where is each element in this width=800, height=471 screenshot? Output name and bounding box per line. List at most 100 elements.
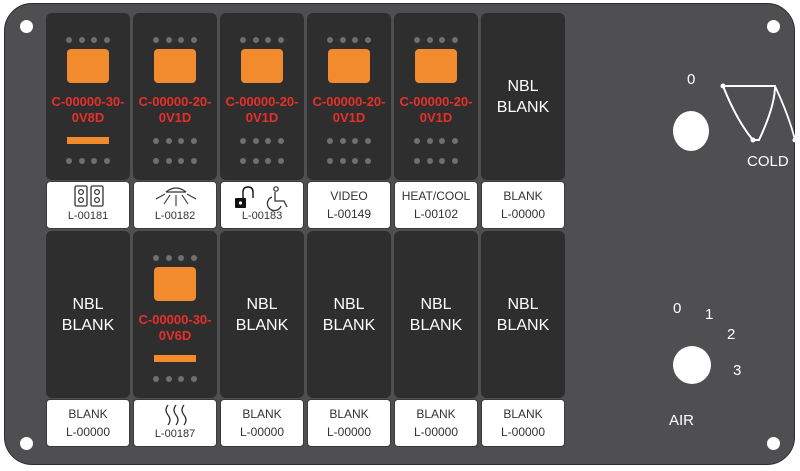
indicator-dot	[190, 376, 197, 382]
mounting-hole-bottom-left	[20, 437, 33, 450]
blank-text-line-2: BLANK	[61, 316, 115, 334]
indicator-dots-bottom	[66, 158, 110, 164]
rocker-switch[interactable]: C-00000-20-0V1D	[307, 13, 391, 180]
blank-text-line-1: NBL	[333, 295, 365, 313]
blank-text-line-1: NBL	[507, 295, 539, 313]
blank-text-line-2: BLANK	[496, 316, 550, 334]
switch-code-line-2: 0V1D	[419, 110, 453, 125]
indicator-dot	[426, 37, 433, 43]
air-knob[interactable]	[673, 346, 711, 384]
indicator-dot	[103, 158, 110, 164]
indicator-dot	[451, 37, 458, 43]
indicator-dots-bottom	[327, 158, 371, 164]
blank-text-line-1: NBL	[72, 295, 104, 313]
indicator-dot	[352, 37, 359, 43]
switch-lens[interactable]	[241, 49, 283, 83]
indicator-dot	[451, 138, 458, 144]
switch-lens[interactable]	[154, 49, 196, 83]
legend-title: BLANK	[503, 407, 543, 421]
indicator-dot	[265, 158, 272, 164]
blank-text-line-1: NBL	[420, 295, 452, 313]
legend-title: BLANK	[242, 407, 282, 421]
cold-range-arc-icon	[720, 83, 797, 143]
mounting-hole-bottom-right	[767, 437, 780, 450]
legend-code: L-00000	[65, 425, 111, 439]
switch-code-line-1: C-00000-30-	[51, 94, 125, 109]
switch-code: C-00000-20-0V1D	[307, 94, 391, 126]
switch-lens[interactable]	[328, 49, 370, 83]
blank-text: NBL BLANK	[481, 231, 565, 398]
switch-code: C-00000-20-0V1D	[220, 94, 304, 126]
indicator-dot	[91, 158, 98, 164]
rocker-switch[interactable]: C-00000-30-0V6D	[133, 231, 217, 398]
switch-legend-label: L-00182	[133, 181, 217, 229]
switch-code-line-1: C-00000-20-	[312, 94, 386, 109]
switch-code: C-00000-20-0V1D	[394, 94, 478, 126]
indicator-dot	[252, 37, 259, 43]
indicator-dot	[66, 158, 72, 164]
indicator-dot	[178, 158, 185, 164]
indicator-dot	[66, 37, 72, 43]
air-position-3: 3	[733, 362, 742, 379]
indicator-dot	[265, 138, 272, 144]
indicator-dots-top	[240, 37, 284, 43]
switch-lens[interactable]	[415, 49, 457, 83]
indicator-dot	[265, 37, 272, 43]
dual-rocker-icon	[47, 184, 129, 210]
indicator-dot	[153, 158, 159, 164]
legend-code: L-00000	[239, 425, 285, 439]
indicator-dot	[439, 158, 446, 164]
blank-switch[interactable]: NBL BLANK	[394, 231, 478, 398]
indicator-dot	[190, 158, 197, 164]
switch-lens[interactable]	[67, 49, 109, 83]
legend-title: BLANK	[416, 407, 456, 421]
indicator-dot	[153, 37, 159, 43]
switch-code: C-00000-30-0V8D	[46, 94, 130, 126]
indicator-dot	[327, 37, 333, 43]
indicator-dots-top	[153, 37, 197, 43]
indicator-dot	[190, 37, 197, 43]
indicator-dots-middle	[414, 138, 458, 144]
blank-switch[interactable]: NBL BLANK	[481, 231, 565, 398]
air-position-1: 1	[705, 306, 714, 323]
indicator-dot	[439, 37, 446, 43]
switch-lens[interactable]	[154, 267, 196, 301]
light-icon	[134, 184, 216, 210]
indicator-dots-top	[327, 37, 371, 43]
legend-code: L-00000	[326, 425, 372, 439]
legend-title: BLANK	[68, 407, 108, 421]
rocker-switch[interactable]: C-00000-20-0V1D	[220, 13, 304, 180]
switch-code-line-1: C-00000-20-	[399, 94, 473, 109]
rocker-switch[interactable]: C-00000-20-0V1D	[394, 13, 478, 180]
rocker-switch[interactable]: C-00000-20-0V1D	[133, 13, 217, 180]
indicator-dot	[364, 138, 371, 144]
indicator-dot	[364, 37, 371, 43]
switch-code-line-2: 0V1D	[245, 110, 279, 125]
switch-code: C-00000-20-0V1D	[133, 94, 217, 126]
mounting-hole-top-right	[767, 20, 780, 33]
switch-legend-label: L-00181	[46, 181, 130, 229]
blank-text-line-2: BLANK	[409, 316, 463, 334]
indicator-dot	[153, 255, 159, 261]
switch-code-line-2: 0V1D	[332, 110, 366, 125]
rocker-switch[interactable]: C-00000-30-0V8D	[46, 13, 130, 180]
temperature-knob[interactable]	[673, 111, 709, 151]
indicator-dot	[414, 138, 420, 144]
blank-switch[interactable]: NBL BLANK	[46, 231, 130, 398]
lock-wheelchair-icon	[221, 184, 303, 212]
legend-code: L-00149	[326, 207, 372, 221]
switch-code-line-1: C-00000-30-	[138, 312, 212, 327]
switch-legend-label: L-00183	[220, 181, 304, 229]
temp-cold-label: COLD	[747, 153, 789, 170]
